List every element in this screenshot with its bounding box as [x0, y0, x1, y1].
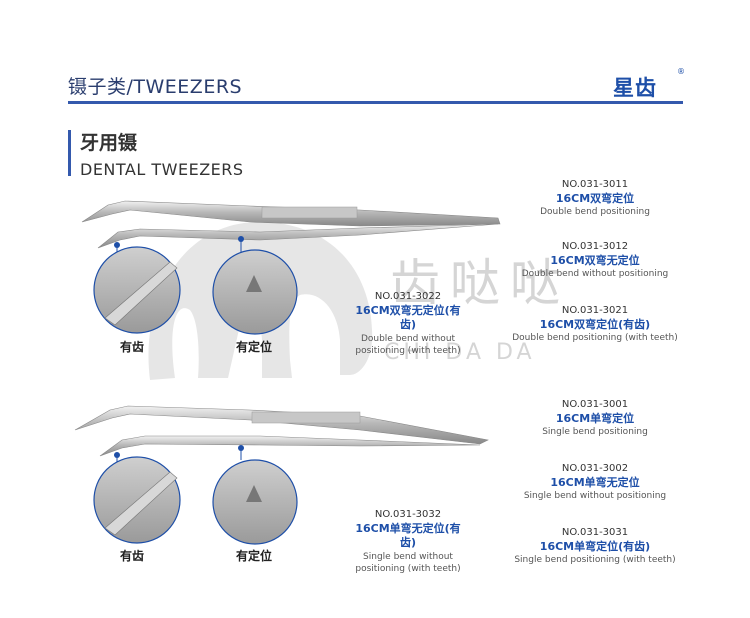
- product-label: NO.031-3001 16CM单弯定位 Single bend positio…: [500, 398, 690, 438]
- product-name-cn: 16CM双弯无定位: [550, 253, 640, 267]
- section-accent-bar: [68, 130, 71, 176]
- product-name-cn: 16CM单弯定位(有齿): [539, 539, 651, 553]
- product-name-en: Single bend positioning (with teeth): [514, 555, 676, 566]
- page-header-title: 镊子类/TWEEZERS: [68, 76, 243, 98]
- caption-teeth: 有齿: [120, 549, 145, 563]
- product-label: NO.031-3011 16CM双弯定位 Double bend positio…: [500, 178, 690, 218]
- product-label: NO.031-3002 16CM单弯无定位 Single bend withou…: [500, 462, 690, 502]
- watermark-cn: 齿哒哒: [390, 254, 570, 312]
- detail-teeth-circle: [93, 456, 181, 544]
- product-name-en: Double bend without positioning (with te…: [355, 334, 461, 357]
- caption-positioning: 有定位: [236, 549, 273, 563]
- product-label: NO.031-3031 16CM单弯定位(有齿) Single bend pos…: [500, 526, 690, 566]
- product-number: NO.031-3012: [561, 241, 629, 252]
- registered-mark: ®: [677, 67, 685, 76]
- product-name-en: Double bend without positioning: [521, 269, 669, 280]
- product-name-en: Double bend positioning (with teeth): [512, 333, 678, 344]
- product-name-cn: 16CM双弯定位(有齿): [539, 317, 651, 331]
- product-number: NO.031-3032: [374, 509, 442, 520]
- product-number: NO.031-3001: [561, 399, 629, 410]
- tweezer-arm-lower: [99, 435, 481, 457]
- tweezer-arm-lower: [97, 223, 499, 249]
- product-name-cn: 16CM单弯定位: [555, 411, 635, 425]
- watermark-en: CHI DA DA: [384, 340, 536, 365]
- brand-logo: 星齿: [613, 76, 657, 100]
- product-name-en: Double bend positioning: [540, 207, 650, 218]
- caption-teeth: 有齿: [120, 340, 145, 354]
- product-label: NO.031-3012 16CM双弯无定位 Double bend withou…: [500, 240, 690, 280]
- tweezer-arm-upper: [74, 405, 489, 445]
- tweezer-grip: [251, 411, 361, 424]
- product-label: NO.031-3022 16CM双弯无定位(有齿) Double bend wi…: [348, 290, 468, 357]
- product-name-cn: 16CM单弯无定位: [550, 475, 640, 489]
- product-name-en: Single bend without positioning: [523, 491, 667, 502]
- product-number: NO.031-3021: [561, 305, 629, 316]
- product-name-cn: 16CM双弯无定位(有齿): [355, 303, 461, 332]
- section-title-cn: 牙用镊: [80, 132, 138, 154]
- product-label: NO.031-3032 16CM单弯无定位(有齿) Single bend wi…: [348, 508, 468, 575]
- product-number: NO.031-3031: [561, 527, 629, 538]
- product-label: NO.031-3021 16CM双弯定位(有齿) Double bend pos…: [500, 304, 690, 344]
- section-title-en: DENTAL TWEEZERS: [80, 160, 244, 179]
- product-name-en: Single bend without positioning (with te…: [355, 552, 461, 575]
- product-name-en: Single bend positioning: [542, 427, 648, 438]
- product-number: NO.031-3011: [561, 179, 629, 190]
- product-name-cn: 16CM双弯定位: [555, 191, 635, 205]
- product-number: NO.031-3022: [374, 291, 442, 302]
- product-number: NO.031-3002: [561, 463, 629, 474]
- tweezer-grip: [261, 206, 358, 219]
- header-divider: [68, 101, 683, 104]
- product-name-cn: 16CM单弯无定位(有齿): [355, 521, 461, 550]
- caption-positioning: 有定位: [236, 340, 273, 354]
